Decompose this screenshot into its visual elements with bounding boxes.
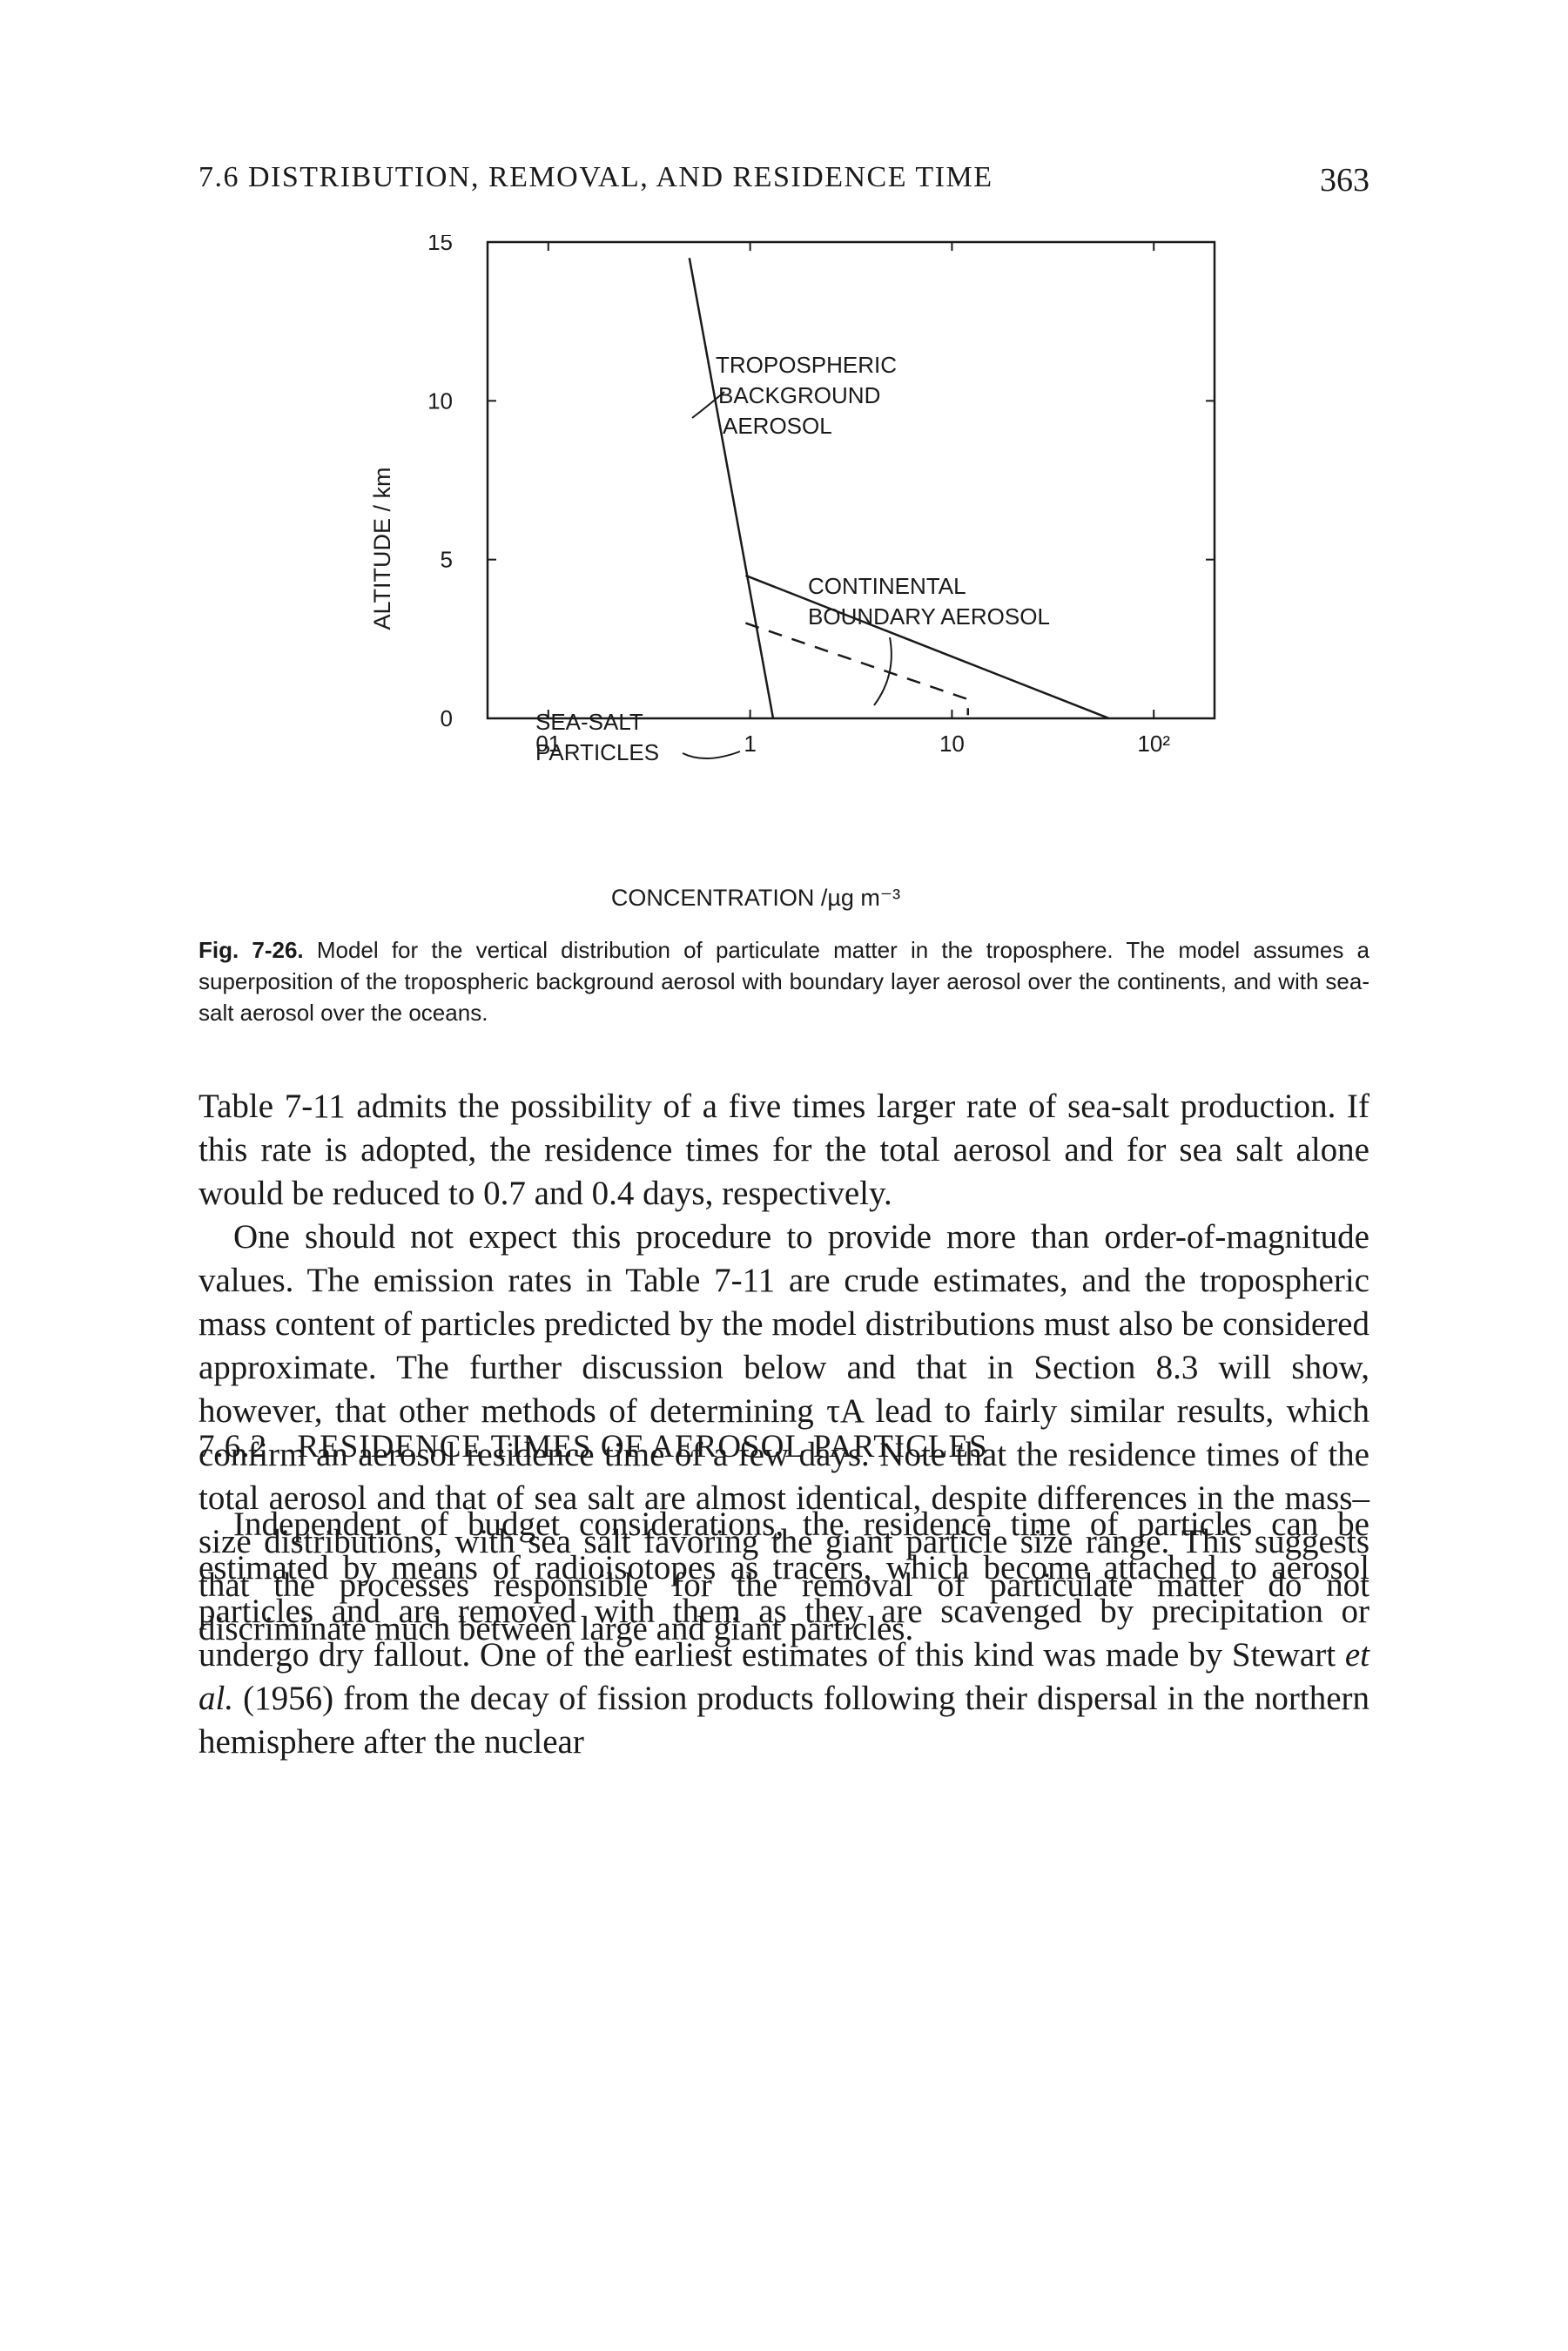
figure-caption: Fig. 7-26. Model for the vertical distri… bbox=[199, 934, 1369, 1028]
plot-frame bbox=[486, 240, 1216, 720]
y-tick-label: 0 bbox=[441, 705, 453, 731]
label-tropospheric: TROPOSPHERIC bbox=[716, 352, 897, 378]
series-line-background bbox=[688, 258, 775, 719]
running-head: 7.6 DISTRIBUTION, REMOVAL, AND RESIDENCE… bbox=[199, 161, 1369, 205]
x-axis-label: CONCENTRATION /µg m⁻³ bbox=[611, 885, 900, 911]
altitude-concentration-chart: 01 1 10 10² 0 5 10 15 TROPOSPHERIC BACKGROUND A… bbox=[369, 235, 1216, 911]
x-tick-label: 10 bbox=[939, 731, 965, 757]
x-tick-label: 10² bbox=[1137, 731, 1170, 757]
label-background: BACKGROUND bbox=[718, 382, 880, 408]
label-particles: PARTICLES bbox=[535, 739, 659, 765]
label-sea-salt: SEA-SALT bbox=[535, 709, 643, 735]
subsection-title: RESIDENCE TIMES OF AEROSOL PARTICLES bbox=[297, 1429, 988, 1465]
page-number: 363 bbox=[1320, 162, 1369, 199]
label-continental: CONTINENTAL bbox=[808, 573, 966, 599]
subsection-text-before: Independent of budget considerations, th… bbox=[199, 1506, 1369, 1674]
caption-label: Fig. 7-26. bbox=[199, 937, 304, 963]
series-line-continental bbox=[744, 574, 1110, 720]
section-title: 7.6 DISTRIBUTION, REMOVAL, AND RESIDENCE… bbox=[199, 161, 993, 193]
y-tick-label: 15 bbox=[427, 235, 453, 255]
seasalt-leader bbox=[682, 751, 741, 760]
label-boundary-aerosol: BOUNDARY AEROSOL bbox=[808, 603, 1050, 630]
paragraph-2: One should not expect this procedure to … bbox=[199, 1216, 1369, 1651]
figure-7-26: 01 1 10 10² 0 5 10 15 TROPOSPHERIC BACKGROUND A… bbox=[331, 235, 1254, 932]
x-tick-label: 1 bbox=[744, 731, 756, 757]
subsection-number: 7.6.2 bbox=[199, 1429, 267, 1465]
y-axis-label: ALTITUDE / km bbox=[369, 467, 395, 630]
subsection-paragraph: Independent of budget considerations, th… bbox=[199, 1503, 1369, 1764]
series-line-seasalt bbox=[745, 622, 970, 716]
subsection-text-citation: et al. bbox=[199, 1636, 1369, 1717]
subsection-text-after: (1956) from the decay of fission product… bbox=[199, 1680, 1369, 1761]
subsection-heading: 7.6.2 RESIDENCE TIMES OF AEROSOL PARTICL… bbox=[199, 1428, 988, 1465]
caption-text: Model for the vertical distribution of p… bbox=[199, 937, 1369, 1026]
y-tick-label: 10 bbox=[427, 387, 453, 414]
background-leader bbox=[691, 391, 725, 419]
label-aerosol: AEROSOL bbox=[723, 413, 832, 439]
paragraph-1: Table 7-11 admits the possibility of a f… bbox=[199, 1088, 1369, 1212]
y-tick-label: 5 bbox=[441, 547, 453, 573]
continental-leader bbox=[873, 637, 892, 706]
x-tick-label: 01 bbox=[535, 731, 561, 757]
paragraph-2-text: One should not expect this procedure to … bbox=[199, 1218, 1369, 1647]
